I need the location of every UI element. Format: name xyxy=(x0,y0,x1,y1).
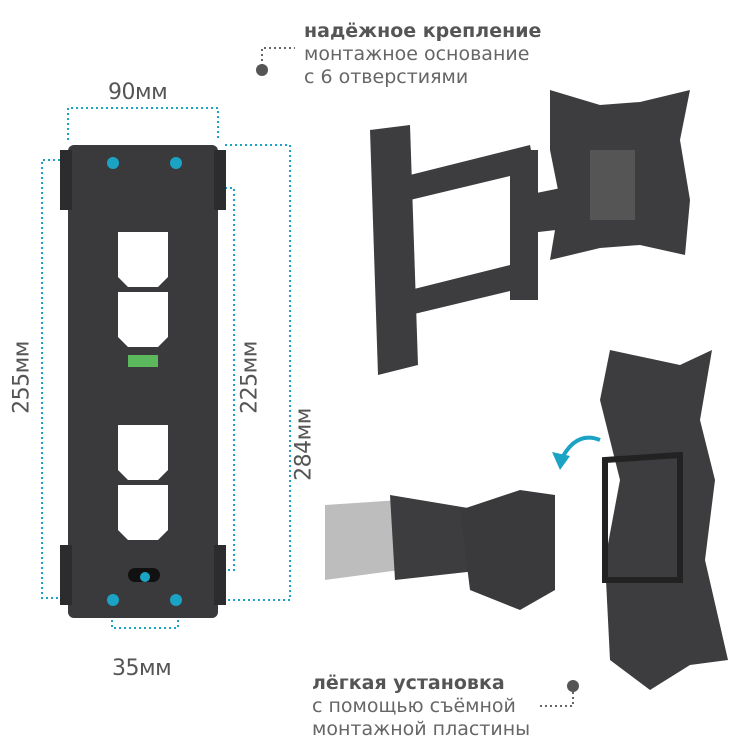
callout-markers xyxy=(256,47,579,707)
total-height-dimension-label: 284мм xyxy=(291,408,317,481)
callout-line: с 6 отверстиями xyxy=(304,66,469,88)
width-dimension-label: 90мм xyxy=(108,80,168,105)
bracket-assembled xyxy=(370,90,690,375)
callout-line: с помощью съёмной xyxy=(312,695,516,717)
bracket-arm-detail xyxy=(325,490,555,610)
callout-reliable-mount: надёжное крепление монтажное основание с… xyxy=(304,20,541,89)
callout-line: монтажное основание xyxy=(304,43,530,65)
inner-height-dimension-label: 225мм xyxy=(237,341,263,414)
mounting-holes xyxy=(107,157,182,606)
callout-title: лёгкая установка xyxy=(312,672,505,694)
removable-plate xyxy=(600,350,728,690)
callout-title: надёжное крепление xyxy=(304,20,542,42)
wall-plate-front xyxy=(60,145,226,618)
callout-line: монтажной пластины xyxy=(312,718,531,740)
hole-spacing-dimension-label: 35мм xyxy=(112,656,172,681)
callout-easy-install: лёгкая установка с помощью съёмной монта… xyxy=(312,672,530,741)
height-dimension-label: 255мм xyxy=(9,341,35,414)
